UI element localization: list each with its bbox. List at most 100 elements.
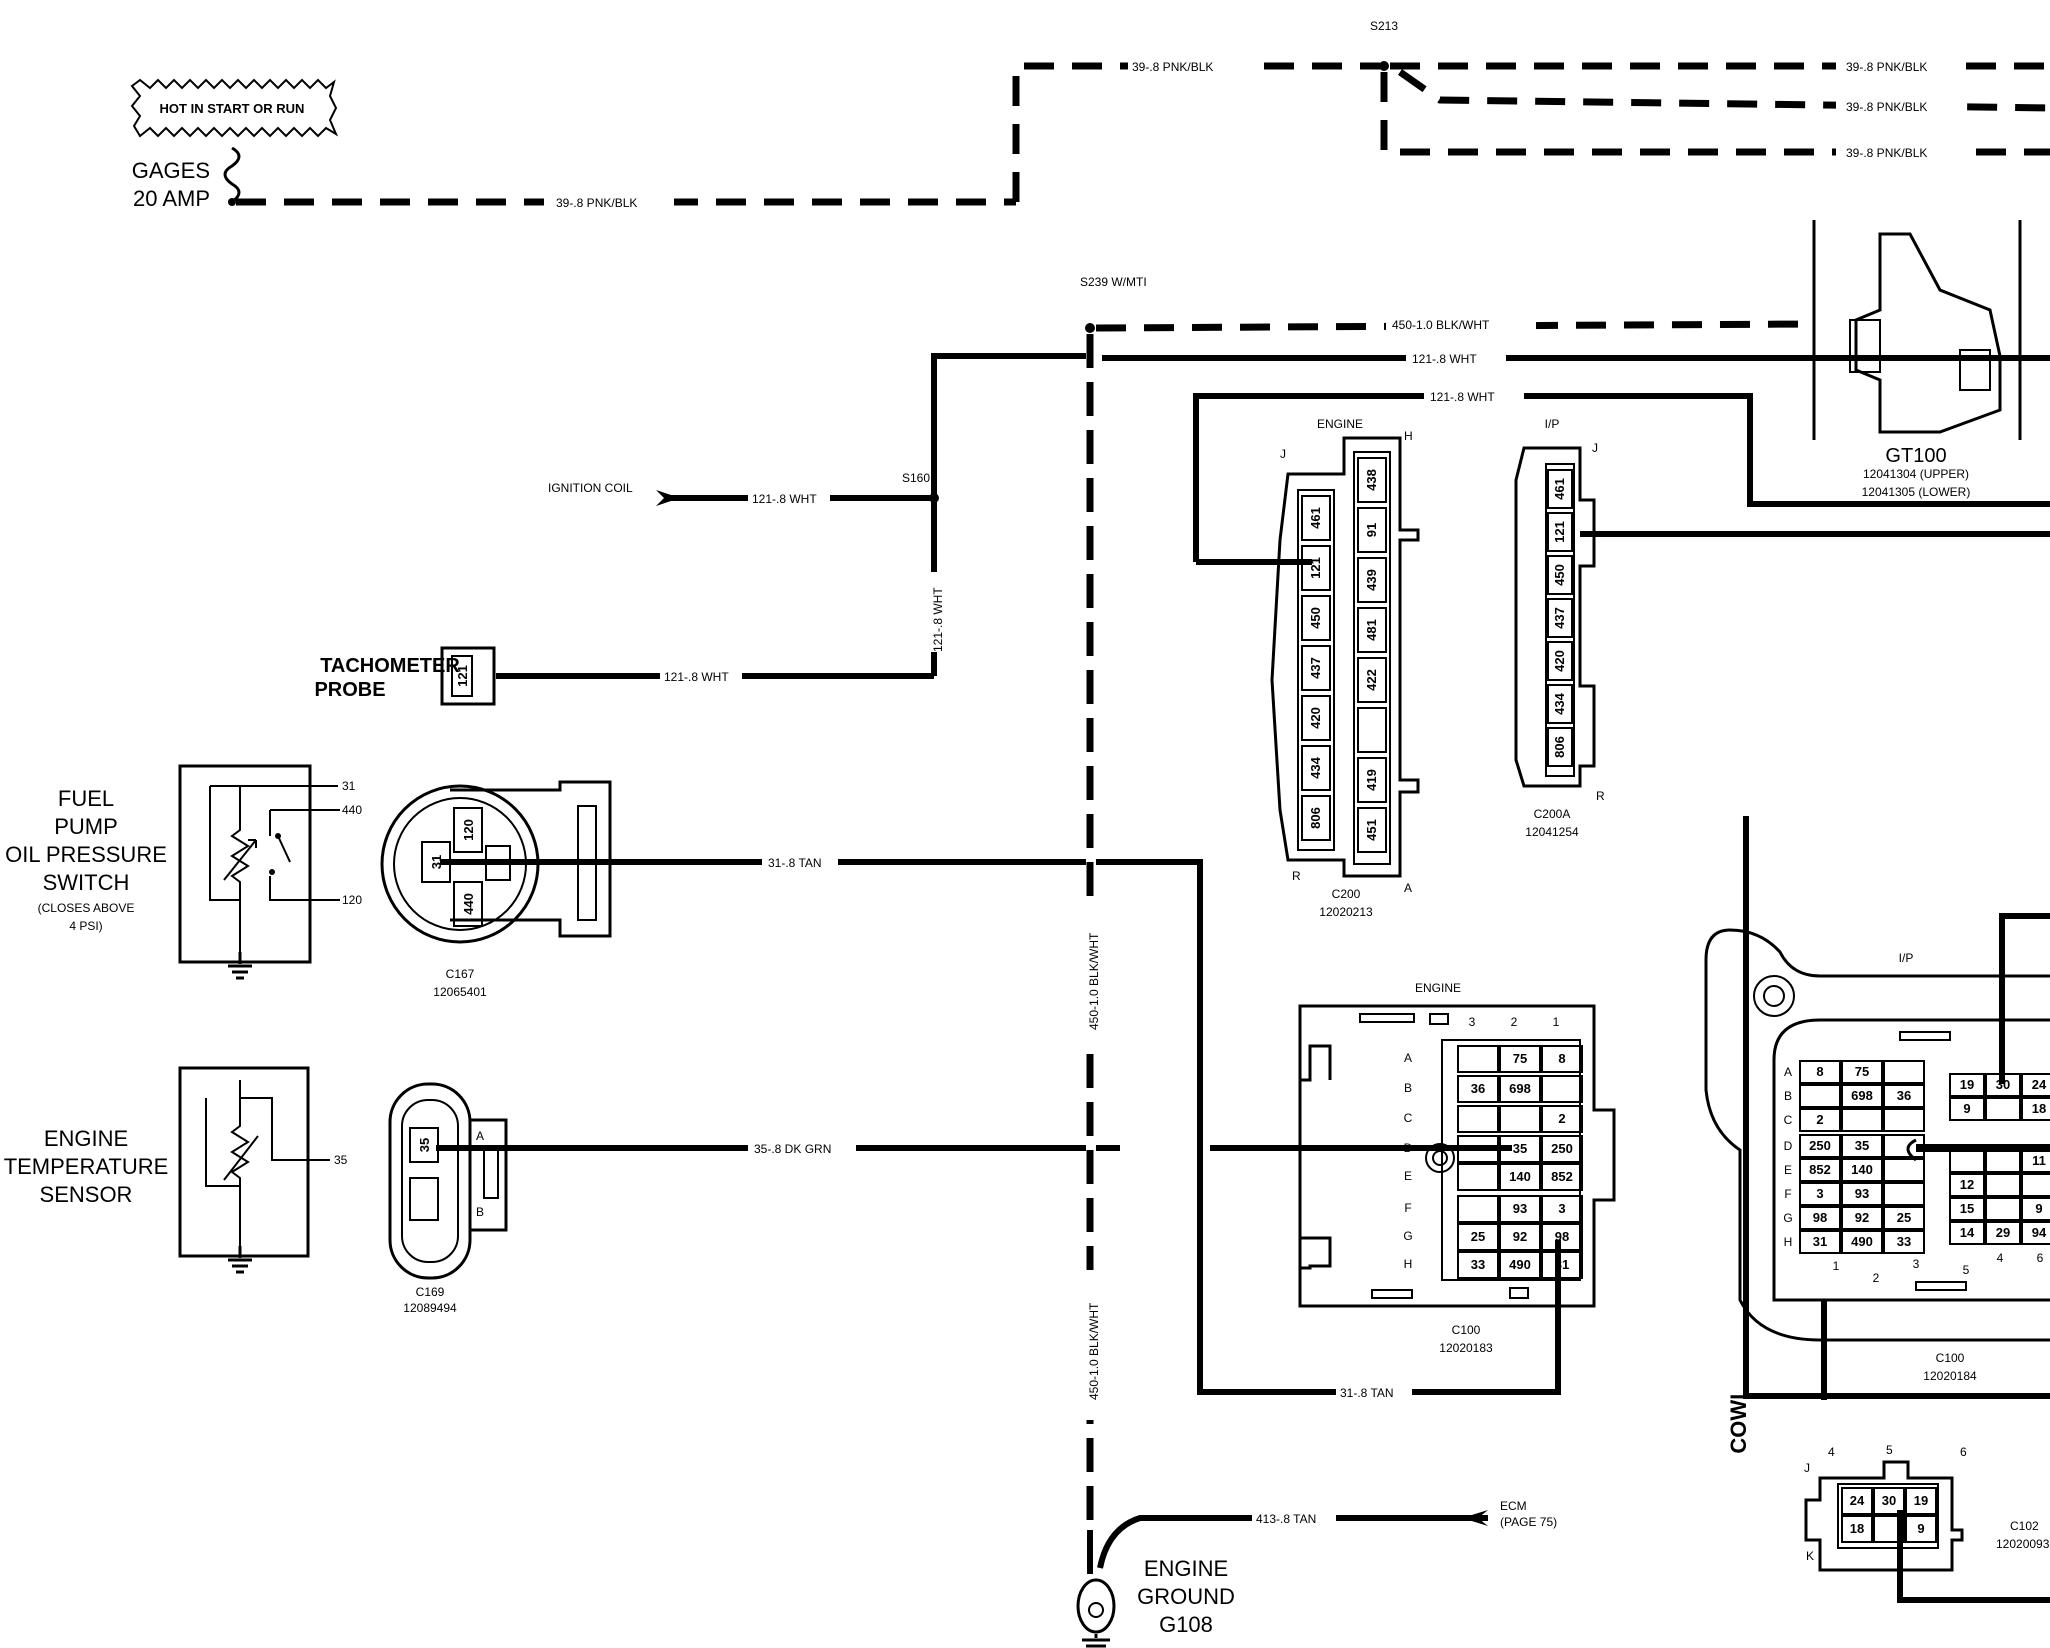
c100e-pin-r3c3: 2	[1558, 1111, 1565, 1126]
c100ip-rmid-r1c2-cell	[1985, 1149, 2021, 1173]
c100e-pin-r1c3: 8	[1558, 1051, 1565, 1066]
c200-corner-j: J	[1280, 447, 1286, 461]
c100ip-pin-r1c1-cell	[1799, 1060, 1841, 1084]
c100e-row-G: G	[1403, 1229, 1412, 1243]
c100e-pin-r5c2-cell	[1499, 1163, 1541, 1191]
c102-n6: 6	[1960, 1445, 1967, 1459]
c100e-pin-r5c3-cell	[1541, 1163, 1583, 1191]
c100ip-rmid-r2c1: 12	[1960, 1177, 1974, 1192]
c200a-part: 12041254	[1525, 825, 1579, 839]
c100ip-pin-r6c3-cell	[1883, 1182, 1925, 1206]
c100ip-pin-r6c1: 3	[1816, 1186, 1823, 1201]
c100ip-pin-r3c3-cell	[1883, 1108, 1925, 1132]
fuse-terminal	[228, 198, 236, 206]
temp-sensor-label-2: TEMPERATURE	[4, 1154, 169, 1179]
c100ip-row-D: D	[1784, 1139, 1793, 1153]
c102-top-pin-1-cell	[1841, 1487, 1873, 1515]
c102-top-pin-1: 24	[1850, 1493, 1865, 1508]
c200-right-pin-4-cell	[1357, 607, 1387, 653]
c100ip-rmid-r3c3: 9	[2035, 1201, 2042, 1216]
c200-right-pin-7-cell	[1357, 757, 1387, 803]
c100ip-rmid-r4c3: 94	[2032, 1225, 2047, 1240]
c102-bottom-pin-3: 9	[1917, 1521, 1924, 1536]
c100ip-rmid-r1c1-cell	[1949, 1149, 1985, 1173]
ground-icon	[228, 952, 252, 980]
c100ip-bottom-6: 6	[2037, 1251, 2044, 1265]
c100e-pin-r2c2-cell	[1499, 1075, 1541, 1103]
c100e-row-B: B	[1404, 1081, 1412, 1095]
splice-s160-label: S160	[902, 471, 930, 485]
c100ip-pin-r2c3: 36	[1897, 1088, 1911, 1103]
temp-sensor-label-1: ENGINE	[44, 1126, 128, 1151]
fuel-switch-note-2: 4 PSI)	[69, 919, 102, 933]
c100e-col-2: 2	[1511, 1015, 1518, 1029]
c100ip-pin-r5c3-cell	[1883, 1158, 1925, 1182]
c100ip-bottom-2: 2	[1873, 1271, 1880, 1285]
c100ip-rtop-r1c1-cell	[1949, 1073, 1985, 1097]
c200-right-pin-1: 438	[1364, 469, 1379, 491]
c100e-name: C100	[1452, 1323, 1481, 1337]
c100e-pin-r6c3: 3	[1558, 1201, 1565, 1216]
ignition-coil-label: IGNITION COIL	[548, 481, 633, 495]
ground-lug-icon	[1076, 1578, 1116, 1634]
c200-left-pin-4-cell	[1301, 645, 1331, 691]
tach-connector	[440, 646, 496, 706]
c100ip-pin-r2c1-cell	[1799, 1084, 1841, 1108]
c169-name: C169	[416, 1285, 445, 1299]
wire-label-blk-wht-top: 450-1.0 BLK/WHT	[1392, 318, 1490, 332]
c200-left-pin-5: 420	[1308, 707, 1323, 729]
c100ip-pin-r8c3: 33	[1897, 1234, 1911, 1249]
tach-label-1: TACHOMETER	[320, 655, 460, 677]
c100ip-rmid-r4c1-cell	[1949, 1221, 1985, 1245]
c200-corner-a: A	[1404, 881, 1412, 895]
c200-right-pin-6-cell	[1357, 707, 1387, 753]
c100ip-pin-r7c1-cell	[1799, 1206, 1841, 1230]
c100ip-rtop-r1c3-cell	[2021, 1073, 2050, 1097]
fuel-pump-oil-pressure-switch: FUEL PUMP OIL PRESSURE SWITCH (CLOSES AB…	[5, 764, 362, 980]
c100ip-pin-r6c2: 93	[1855, 1186, 1869, 1201]
c100ip-rtop-r2c2-cell	[1985, 1097, 2021, 1121]
c100e-pin-r6c3-cell	[1541, 1195, 1583, 1223]
c102-name: C102	[2010, 1519, 2039, 1533]
c100ip-pin-r7c3: 25	[1897, 1210, 1911, 1225]
c200-left-pin-1-cell	[1301, 495, 1331, 541]
temp-sensor-pin: 35	[334, 1153, 348, 1167]
hot-in-start-label: HOT IN START OR RUN	[160, 101, 305, 116]
tach-label-2: PROBE	[314, 679, 385, 701]
c100ip-rtop-r2c3: 18	[2032, 1101, 2046, 1116]
c200-engine-label: ENGINE	[1317, 417, 1363, 431]
fuel-switch-pin-120: 120	[342, 893, 362, 907]
c100ip-rmid-r3c2-cell	[1985, 1197, 2021, 1221]
c200a-pin-1-cell	[1547, 469, 1573, 509]
c100ip-pin-r2c2-cell	[1841, 1084, 1883, 1108]
c100e-pin-r7c2-cell	[1499, 1223, 1541, 1251]
c200a-pin-6: 434	[1552, 692, 1567, 714]
c100e-pin-r4c1-cell	[1457, 1135, 1499, 1163]
c100ip-pin-r5c1: 852	[1809, 1162, 1831, 1177]
temp-sensor-box	[178, 1066, 310, 1258]
c100e-pin-r6c2-cell	[1499, 1195, 1541, 1223]
c102-bottom-pin-1-cell	[1841, 1515, 1873, 1543]
c200-right-pin-8: 451	[1364, 819, 1379, 841]
wire-label-wht-mid: 121-.8 WHT	[1430, 390, 1495, 404]
c100e-pin-r4c2-cell	[1499, 1135, 1541, 1163]
fuse-symbol-icon	[223, 146, 241, 204]
c100ip-rtop-r2c1: 9	[1963, 1101, 1970, 1116]
c100ip-row-C: C	[1784, 1113, 1793, 1127]
c100e-pin-r7c3-cell	[1541, 1223, 1583, 1251]
c100e-engine-label: ENGINE	[1415, 981, 1461, 995]
splice-s213-dot	[1379, 61, 1389, 71]
ground-label-1: ENGINE	[1144, 1556, 1228, 1581]
c100ip-pin-r7c1: 98	[1813, 1210, 1827, 1225]
temp-sensor-label-3: SENSOR	[40, 1182, 133, 1207]
ground-label-2: GROUND	[1137, 1584, 1235, 1609]
c100ip-rtop-r1c1: 19	[1960, 1077, 1974, 1092]
c200a-pin-4-cell	[1547, 598, 1573, 638]
c102-n4: 4	[1828, 1445, 1835, 1459]
fuel-switch-note-1: (CLOSES ABOVE	[38, 901, 135, 915]
